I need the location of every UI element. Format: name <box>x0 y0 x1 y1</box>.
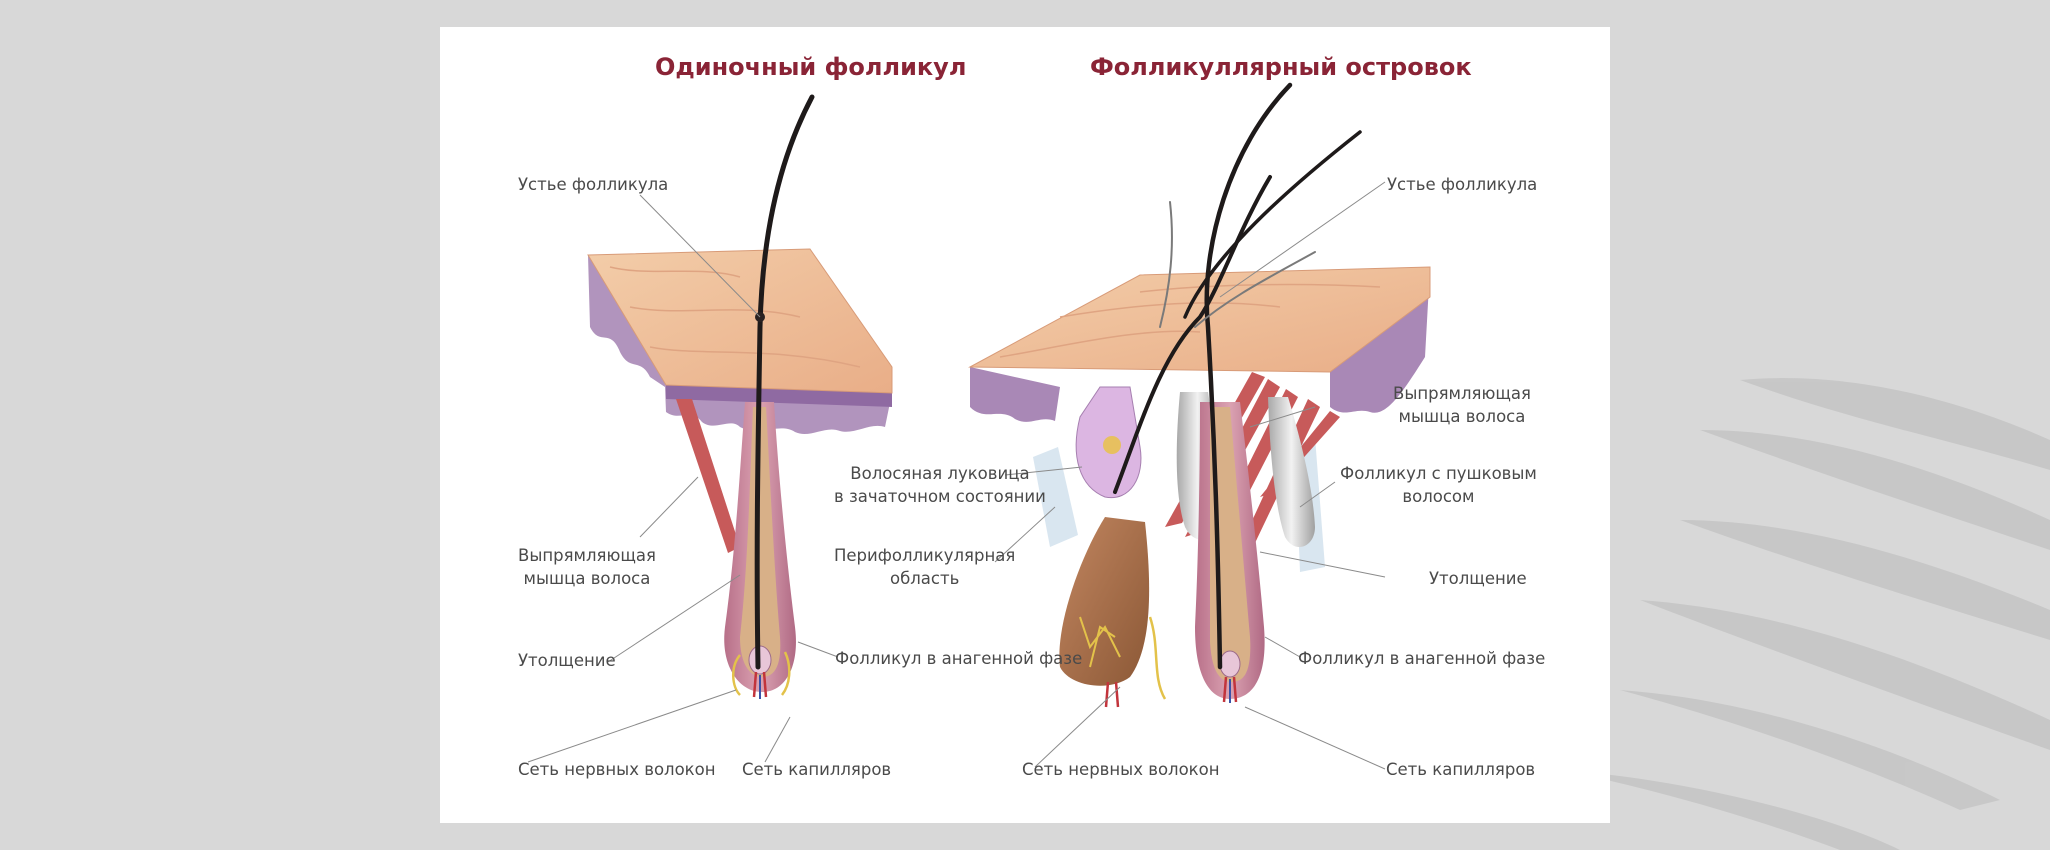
label-nerves-island: Сеть нервных волокон <box>1022 760 1220 779</box>
label-bulge-single: Утолщение <box>518 651 616 670</box>
label-nerves-single: Сеть нервных волокон <box>518 760 716 779</box>
label-arrector-single: Выпрямляющая мышца волоса <box>518 546 656 588</box>
label-orifice-single: Устье фолликула <box>518 175 669 194</box>
label-bulge-island: Утолщение <box>1429 569 1527 588</box>
label-perifollicular: Перифолликулярная область <box>834 546 1016 588</box>
leader-lines <box>527 181 1386 770</box>
follicular-island-title: Фолликуллярный островок <box>1090 53 1472 81</box>
hair-shaft <box>754 94 815 670</box>
label-anagen-single: Фолликул в анагенной фазе <box>835 649 1083 668</box>
hair-shafts <box>1113 82 1362 670</box>
follicle-illustration <box>527 82 1431 770</box>
vellus-follicle <box>1268 397 1315 548</box>
dermis-layer <box>970 367 1060 422</box>
label-capillaries-single: Сеть капилляров <box>742 760 892 779</box>
single-follicle-title: Одиночный фолликул <box>655 53 967 81</box>
arrector-muscle <box>676 399 740 553</box>
label-arrector-island: Выпрямляющая мышца волоса <box>1393 384 1531 426</box>
follicular-island-illustration <box>968 82 1431 708</box>
skin-surface <box>587 248 893 394</box>
bulb-rudiment <box>1059 517 1150 686</box>
single-follicle-illustration <box>587 94 893 699</box>
label-capillaries-island: Сеть капилляров <box>1386 760 1536 779</box>
label-vellus-follicle: Фолликул с пушковым волосом <box>1340 464 1537 506</box>
label-rudimentary-bulb: Волосяная луковица в зачаточном состояни… <box>834 464 1046 506</box>
diagram-card: Одиночный фолликул Фолликуллярный остров… <box>440 27 1610 823</box>
label-anagen-island: Фолликул в анагенной фазе <box>1298 649 1546 668</box>
label-orifice-island: Устье фолликула <box>1387 175 1538 194</box>
